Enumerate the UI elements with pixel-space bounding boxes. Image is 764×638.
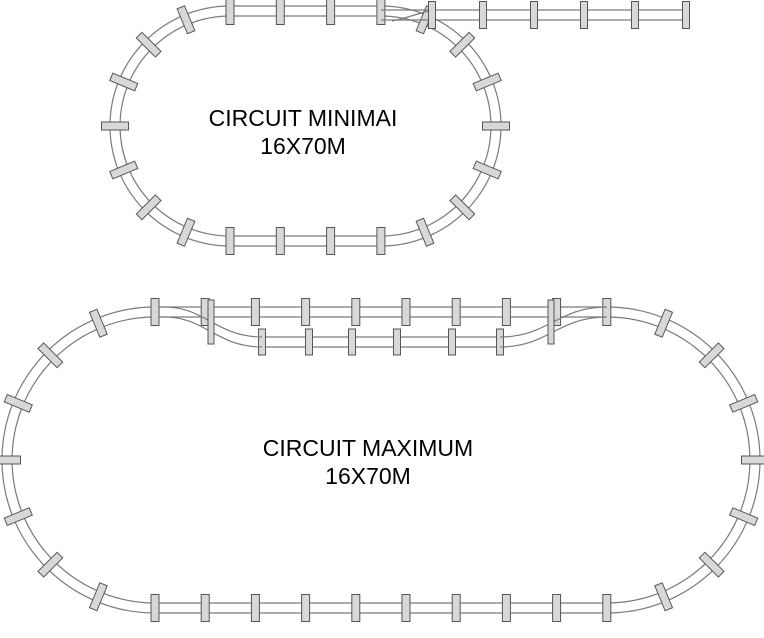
tie-57 (729, 507, 759, 527)
tie-7 (376, 0, 386, 25)
tie-1 (225, 0, 235, 25)
tie-14 (109, 160, 139, 180)
tie-46 (552, 594, 562, 622)
tie-36 (301, 594, 311, 622)
tie-54 (3, 507, 33, 527)
tie-63 (258, 328, 266, 356)
tie-59 (698, 551, 725, 578)
tie-64 (305, 328, 313, 356)
tie-3 (275, 0, 285, 25)
tie-25 (530, 1, 538, 29)
tie-51 (698, 342, 725, 369)
tie-66 (393, 328, 401, 356)
tie-42 (451, 594, 461, 622)
tie-28 (682, 1, 690, 29)
tie-52 (37, 551, 64, 578)
tie-44 (501, 594, 511, 622)
tie-6 (326, 227, 336, 255)
tie-15 (482, 121, 510, 131)
tie-56 (0, 455, 21, 465)
tie-20 (135, 31, 162, 58)
tie-65 (348, 328, 356, 356)
maximum-circuit-label: CIRCUIT MAXIMUM 16X70M (248, 434, 488, 490)
tie-2 (225, 227, 235, 255)
minimal-circuit-title: CIRCUIT MINIMAI (208, 105, 398, 131)
tie-30 (150, 594, 160, 622)
tie-21 (415, 217, 435, 247)
tie-18 (109, 72, 139, 92)
tie-12 (135, 194, 162, 221)
tie-62 (88, 308, 108, 338)
tie-29 (150, 298, 160, 326)
tie-17 (472, 160, 502, 180)
tie-38 (351, 594, 361, 622)
tie-60 (37, 342, 64, 369)
tie-11 (449, 31, 476, 58)
tie-22 (176, 5, 196, 35)
tie-4 (275, 227, 285, 255)
minimal-circuit-size: 16X70M (260, 133, 346, 159)
tie-43 (501, 298, 511, 326)
tie-69 (207, 299, 215, 345)
tie-37 (351, 298, 361, 326)
tie-39 (401, 298, 411, 326)
tie-53 (729, 393, 759, 413)
tie-5 (326, 0, 336, 25)
tie-41 (451, 298, 461, 326)
maximum-circuit-size: 16X70M (325, 463, 411, 489)
tie-47 (602, 298, 612, 326)
tie-50 (88, 582, 108, 612)
tie-33 (250, 298, 260, 326)
tie-10 (176, 217, 196, 247)
tie-23 (428, 1, 436, 29)
tie-16 (101, 121, 129, 131)
maximum-circuit-title: CIRCUIT MAXIMUM (262, 435, 474, 461)
tie-24 (479, 1, 487, 29)
tie-27 (631, 1, 639, 29)
tie-19 (449, 194, 476, 221)
tie-40 (401, 594, 411, 622)
tie-70 (547, 299, 555, 345)
tie-32 (200, 594, 210, 622)
tie-55 (741, 455, 764, 465)
tie-67 (448, 328, 456, 356)
tie-49 (654, 308, 674, 338)
tie-58 (3, 393, 33, 413)
tie-48 (602, 594, 612, 622)
tie-61 (654, 582, 674, 612)
tie-35 (301, 298, 311, 326)
tie-68 (496, 328, 504, 356)
tie-8 (376, 227, 386, 255)
minimal-circuit-label: CIRCUIT MINIMAI 16X70M (198, 104, 408, 160)
tie-26 (580, 1, 588, 29)
tie-13 (472, 72, 502, 92)
tie-34 (250, 594, 260, 622)
